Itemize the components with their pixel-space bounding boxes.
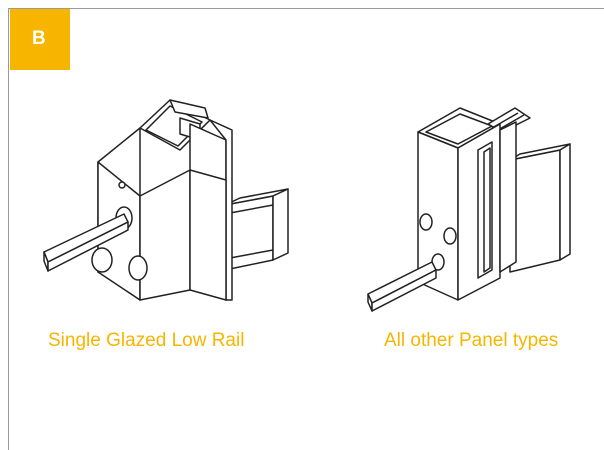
section-badge: B (10, 9, 70, 70)
section-badge-label: B (32, 28, 46, 49)
panel-bracket-icon (367, 107, 571, 312)
figure-caption-other-panels: All other Panel types (384, 330, 559, 351)
single-glazed-low-rail-bracket-icon (43, 99, 289, 301)
figure-caption-single-glazed: Single Glazed Low Rail (48, 330, 245, 351)
figure-frame (8, 8, 604, 450)
